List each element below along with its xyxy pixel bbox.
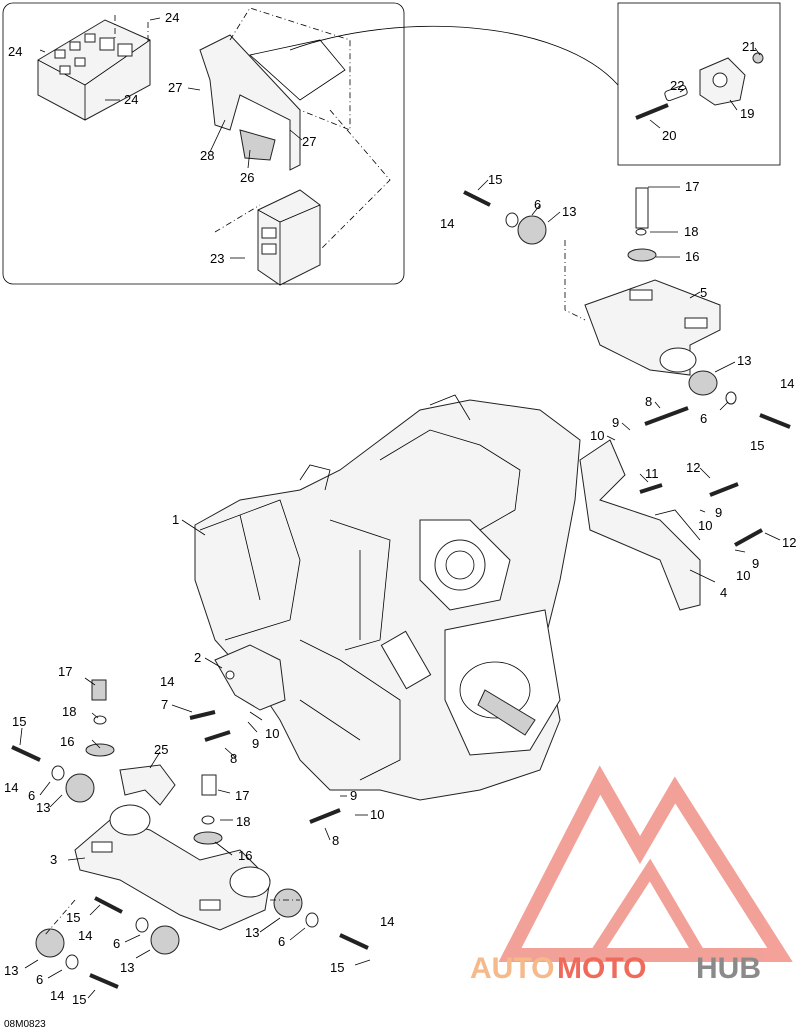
callout-19: 19	[740, 106, 754, 121]
callout-18: 18	[62, 704, 76, 719]
callout-13: 13	[36, 800, 50, 815]
callout-25: 25	[154, 742, 168, 757]
callout-17: 17	[58, 664, 72, 679]
watermark-moto: MOTO	[557, 952, 646, 985]
lower-mount-bracket	[11, 679, 369, 989]
callout-9: 9	[350, 788, 357, 803]
callout-6: 6	[534, 197, 541, 212]
callout-10: 10	[590, 428, 604, 443]
callout-13: 13	[4, 963, 18, 978]
callout-8: 8	[230, 751, 237, 766]
engine-assembly	[194, 394, 581, 801]
callout-21: 21	[742, 39, 756, 54]
callout-22: 22	[670, 78, 684, 93]
callout-6: 6	[278, 934, 285, 949]
callout-14: 14	[780, 376, 794, 391]
callout-13: 13	[245, 925, 259, 940]
callout-9: 9	[252, 736, 259, 751]
callout-15: 15	[72, 992, 86, 1007]
callout-8: 8	[645, 394, 652, 409]
callout-24: 24	[124, 92, 138, 107]
callout-1: 1	[172, 512, 179, 527]
electrical-cover	[199, 7, 391, 266]
engine-bracket-left	[189, 644, 341, 824]
callout-26: 26	[240, 170, 254, 185]
inset-frame-bracket	[617, 2, 781, 166]
callout-11: 11	[645, 466, 659, 481]
callout-6: 6	[113, 936, 120, 951]
side-bracket	[579, 406, 763, 611]
callout-14: 14	[4, 780, 18, 795]
upper-mount-bracket	[463, 187, 791, 429]
callout-6: 6	[36, 972, 43, 987]
callout-24: 24	[165, 10, 179, 25]
callout-18: 18	[236, 814, 250, 829]
callout-14: 14	[440, 216, 454, 231]
callout-27: 27	[302, 134, 316, 149]
drawing-code: 08M0823	[4, 1019, 46, 1030]
callout-9: 9	[715, 505, 722, 520]
callout-13: 13	[562, 204, 576, 219]
callout-28: 28	[200, 148, 214, 163]
watermark-text: AUTO MOTO HUB	[470, 952, 761, 985]
callout-10: 10	[736, 568, 750, 583]
callout-14: 14	[160, 674, 174, 689]
callout-10: 10	[698, 518, 712, 533]
callout-18: 18	[684, 224, 698, 239]
watermark-auto: AUTO	[470, 952, 554, 985]
leader-lines	[19, 17, 781, 999]
watermark-logo	[498, 765, 793, 962]
callout-6: 6	[28, 788, 35, 803]
callout-14: 14	[380, 914, 394, 929]
callout-16: 16	[60, 734, 74, 749]
callout-8: 8	[332, 833, 339, 848]
inset-frame-electrical	[2, 2, 405, 285]
callout-2: 2	[194, 650, 201, 665]
callout-15: 15	[750, 438, 764, 453]
callout-9: 9	[612, 415, 619, 430]
ecm-module	[214, 189, 321, 286]
callout-10: 10	[265, 726, 279, 741]
callout-16: 16	[238, 848, 252, 863]
retainer-clip	[635, 52, 764, 120]
callout-16: 16	[685, 249, 699, 264]
callout-17: 17	[235, 788, 249, 803]
callout-17: 17	[685, 179, 699, 194]
callout-4: 4	[720, 585, 727, 600]
callout-14: 14	[78, 928, 92, 943]
callout-24: 24	[8, 44, 22, 59]
callout-7: 7	[161, 697, 168, 712]
callout-15: 15	[12, 714, 26, 729]
callout-13: 13	[737, 353, 751, 368]
callout-20: 20	[662, 128, 676, 143]
callout-27: 27	[168, 80, 182, 95]
callout-15: 15	[488, 172, 502, 187]
callout-14: 14	[50, 988, 64, 1003]
callout-12: 12	[782, 535, 796, 550]
callout-9: 9	[752, 556, 759, 571]
callout-23: 23	[210, 251, 224, 266]
callout-15: 15	[330, 960, 344, 975]
callout-10: 10	[370, 807, 384, 822]
watermark-hub: HUB	[696, 952, 761, 985]
callout-3: 3	[50, 852, 57, 867]
callout-12: 12	[686, 460, 700, 475]
callout-6: 6	[700, 411, 707, 426]
callout-13: 13	[120, 960, 134, 975]
callout-5: 5	[700, 285, 707, 300]
fuse-box	[37, 15, 151, 121]
callout-15: 15	[66, 910, 80, 925]
inset-connector-curve	[289, 25, 619, 86]
